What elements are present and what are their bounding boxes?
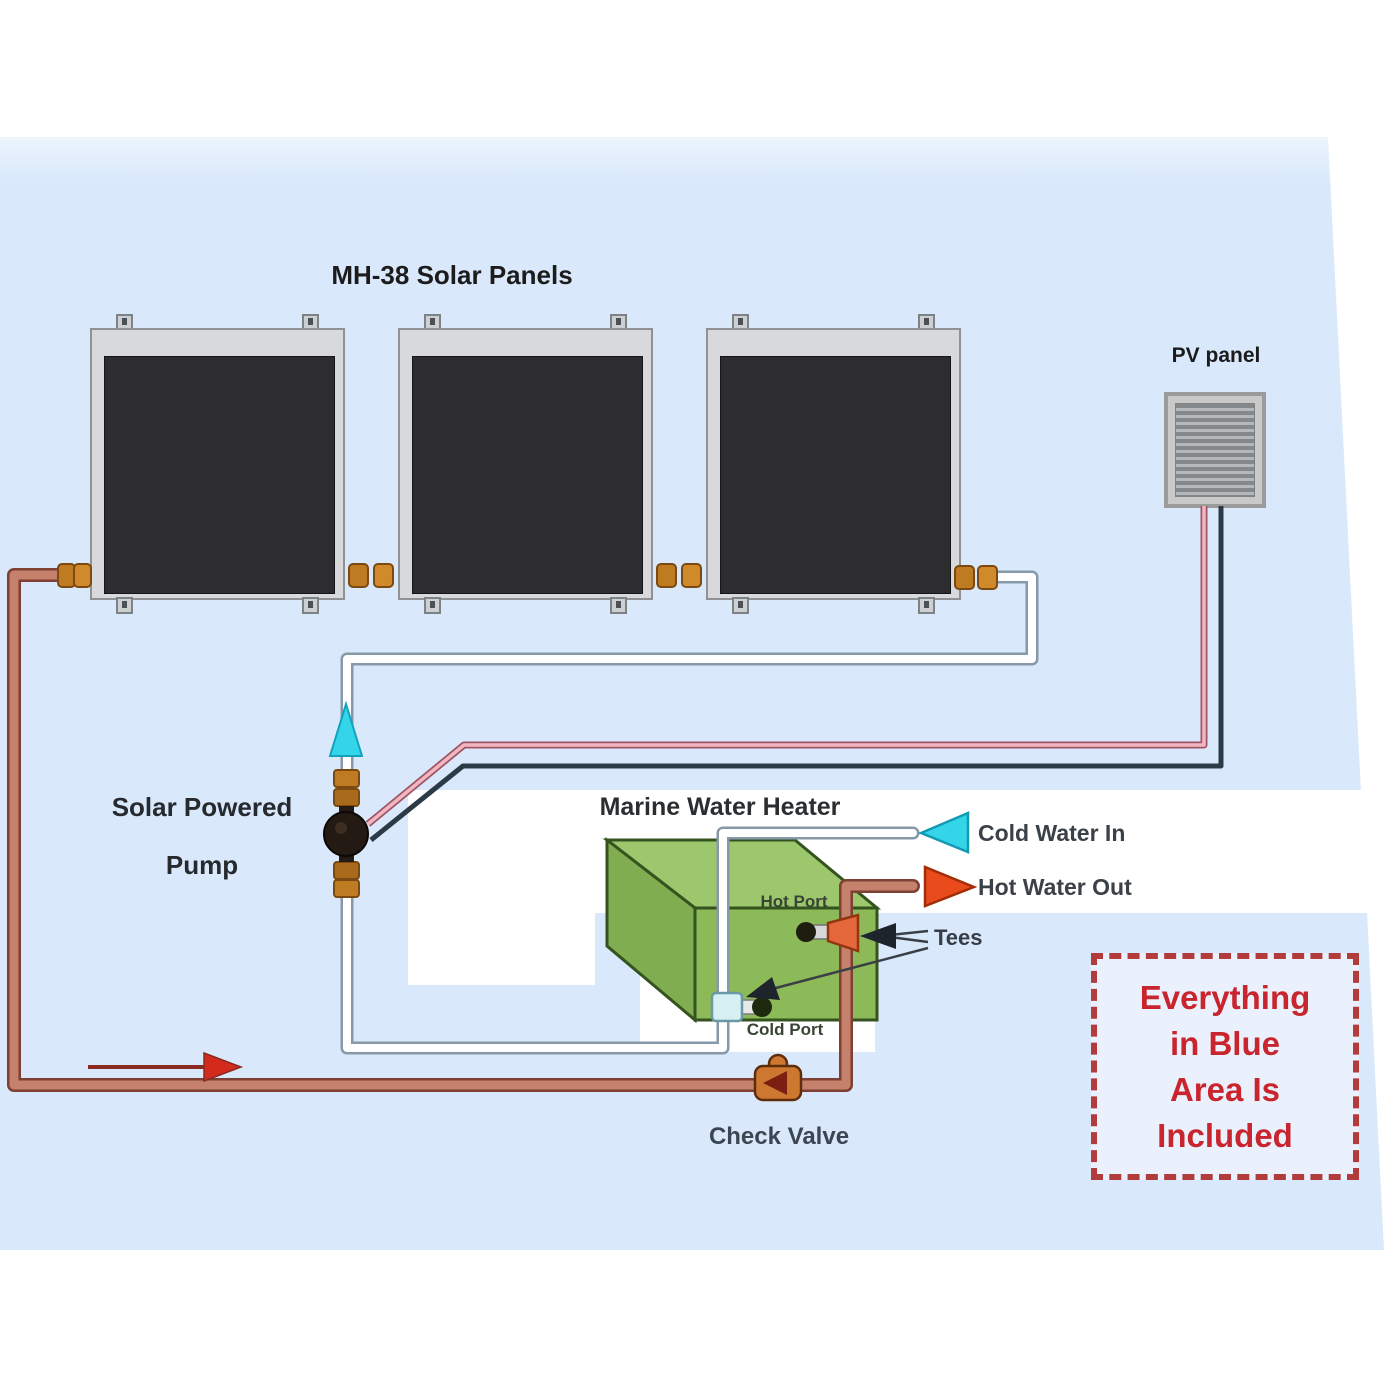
pv-panel-cells (1175, 403, 1255, 497)
check-valve-arrow-icon (763, 1071, 787, 1095)
panel-mount-tab (424, 597, 441, 614)
solar-panel-2 (398, 314, 653, 614)
pv-wire-positive-core (366, 506, 1206, 826)
note-line: Everything (1139, 978, 1311, 1016)
brass-union-panel3-right (954, 565, 998, 590)
tee-body (710, 991, 744, 1023)
hot-port-label: Hot Port (760, 892, 828, 911)
note-line: in Blue (1169, 1024, 1280, 1062)
included-note-box: Everything in Blue Area Is Included (1091, 953, 1359, 1180)
tees-label: Tees (934, 925, 983, 950)
panel-mount-tab (116, 597, 133, 614)
pv-wire-negative (369, 506, 1224, 842)
solar-panel-1 (90, 314, 345, 614)
heater-label: Marine Water Heater (599, 793, 841, 821)
tee-valve-knob (752, 997, 772, 1017)
pv-panel-graphic (1164, 392, 1266, 508)
cold-water-in-arrow-icon (917, 811, 970, 854)
brass-union-panel1-panel2 (348, 563, 394, 588)
tee-valve-knob (796, 922, 816, 942)
panel-mount-tab (302, 597, 319, 614)
pump-label-line1: Solar Powered (111, 792, 293, 822)
pump-body (323, 811, 369, 857)
pv-wires (365, 506, 1224, 842)
diagram-title: MH-38 Solar Panels (331, 260, 573, 290)
panel-absorber (720, 356, 951, 594)
brass-union-panel1-left (57, 563, 92, 588)
tees-arrow-icon (860, 923, 896, 949)
panel-mount-tab (732, 597, 749, 614)
white-area-left (408, 790, 595, 985)
pump-label: Solar Powered Pump (77, 793, 327, 880)
cold-port-tee (710, 991, 772, 1023)
pump-highlight (335, 822, 347, 834)
panel-frame (90, 328, 345, 600)
check-valve-label: Check Valve (708, 1123, 850, 1150)
pump-top-fitting (333, 769, 360, 788)
check-valve (753, 1053, 803, 1102)
flow-arrow-icon (88, 1051, 244, 1083)
pump-bottom-fitting (333, 879, 360, 898)
cold-water-in-label: Cold Water In (978, 820, 1126, 846)
panel-absorber (104, 356, 335, 594)
pump-top-fitting (333, 788, 360, 807)
pump-bottom-fitting (333, 861, 360, 880)
cold-port-label: Cold Port (746, 1020, 824, 1039)
panel-frame (706, 328, 961, 600)
note-line: Area Is (1169, 1070, 1281, 1108)
tee-body (826, 913, 860, 953)
panel-mount-tab (918, 597, 935, 614)
pump-flow-up-arrow-icon (328, 700, 364, 757)
solar-panel-3 (706, 314, 961, 614)
panel-frame (398, 328, 653, 600)
solar-pump (323, 769, 369, 898)
tees-arrow-icon (746, 977, 780, 1000)
tees-pointer (771, 929, 929, 991)
pv-panel-label: PV panel (1171, 344, 1261, 367)
panel-absorber (412, 356, 643, 594)
hot-water-out-arrow-icon (923, 865, 978, 908)
panel-mount-tab (610, 597, 627, 614)
hot-water-pipe (7, 568, 920, 1092)
hot-port-tee (796, 913, 860, 953)
brass-union-panel2-panel3 (656, 563, 702, 588)
note-line: Included (1157, 1116, 1293, 1154)
pump-label-line2: Pump (165, 850, 239, 880)
hot-water-out-label: Hot Water Out (978, 874, 1132, 900)
